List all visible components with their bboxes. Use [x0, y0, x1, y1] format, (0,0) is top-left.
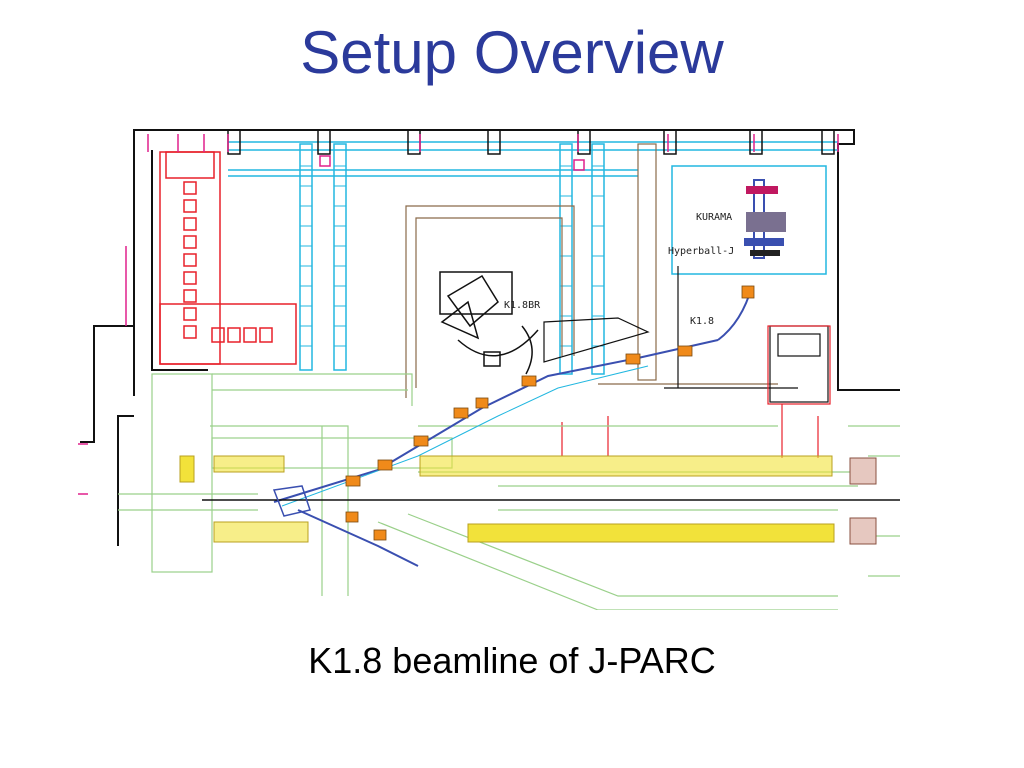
right-red [561, 325, 831, 458]
slide-title: Setup Overview [300, 19, 724, 86]
beamline-floor-plan: K1.8BR KURAMA Hyperball-J K1.8 [78, 129, 900, 610]
kurama-spectrometer [744, 179, 786, 259]
floor-outlines [118, 373, 900, 610]
shield-blocks [179, 455, 835, 543]
target-area [272, 485, 311, 517]
magenta-markers [78, 134, 839, 495]
right-wall [849, 457, 877, 545]
slide-caption: K1.8 beamline of J-PARC [308, 640, 716, 681]
left-red-rooms [159, 151, 297, 365]
k18-beamline [202, 285, 900, 567]
k18br-section [439, 271, 539, 375]
kurama-label: KURAMA [696, 212, 732, 223]
beamline-magnets [345, 285, 755, 541]
right-structures [543, 266, 829, 403]
building-walls [80, 129, 900, 546]
hyperball-label: Hyperball-J [668, 246, 734, 257]
cyan-rungs [300, 165, 604, 347]
central-enclosure [405, 143, 778, 398]
cyan-rails [228, 141, 838, 375]
k18br-label: K1.8BR [504, 300, 541, 311]
k18-label: K1.8 [690, 316, 714, 327]
